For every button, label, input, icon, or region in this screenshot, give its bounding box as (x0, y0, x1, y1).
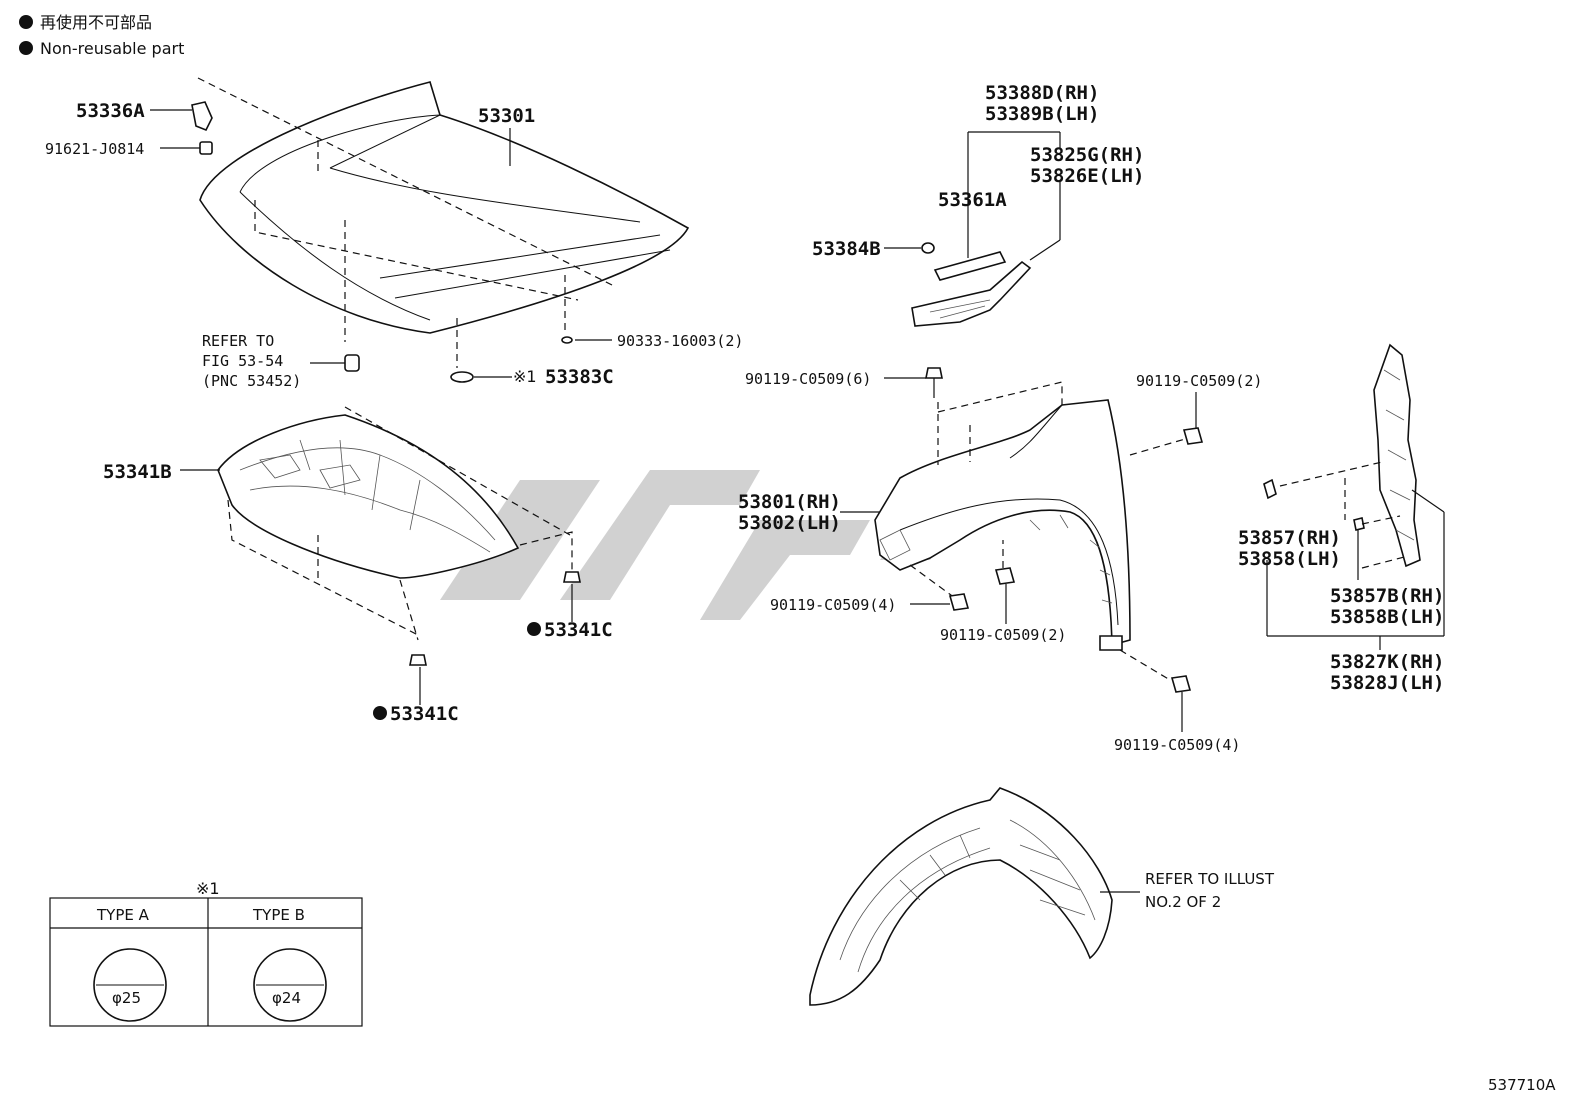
legend-jp: 再使用不可部品 (40, 13, 152, 32)
label-53857B: 53857B(RH) (1330, 585, 1444, 607)
label-bolt-2b: 90119-C0509(2) (940, 626, 1066, 644)
legend-en: Non-reusable part (40, 39, 184, 58)
label-refer-fig: FIG 53-54 (202, 352, 283, 370)
non-reusable-bullet-icon (373, 706, 387, 720)
hood-stay-bracket-53336A (150, 101, 213, 155)
label-53336A: 53336A (76, 100, 145, 122)
label-53858B: 53858B(LH) (1330, 606, 1444, 628)
bolt-icon (884, 367, 943, 398)
hood-plug-90333 (561, 336, 612, 344)
insulator-clip-a (563, 571, 581, 622)
label-53388D: 53388D(RH) (985, 82, 1099, 104)
label-53857: 53857(RH) (1238, 527, 1341, 549)
label-refer-pnc: (PNC 53452) (202, 372, 301, 390)
fender-apron-seal-53827K (1263, 343, 1445, 650)
hood-dashed-guides (197, 77, 613, 368)
hood-insulator-53341B (217, 414, 520, 579)
label-53802: 53802(LH) (738, 512, 841, 534)
label-bolt-4b: 90119-C0509(4) (1114, 736, 1240, 754)
label-91621-J0814: 91621-J0814 (45, 140, 144, 158)
table-dia-b: φ24 (272, 989, 301, 1007)
label-53341C-b: 53341C (390, 703, 459, 725)
figure-id: 537710A (1488, 1076, 1556, 1094)
label-53361A: 53361A (938, 189, 1007, 211)
label-53384B: 53384B (812, 238, 881, 260)
label-53825G: 53825G(RH) (1030, 144, 1144, 166)
insulator-clip-b (409, 654, 427, 705)
table-dia-a: φ25 (112, 989, 141, 1007)
label-90333-16003: 90333-16003(2) (617, 332, 743, 350)
bolt-icon (1182, 392, 1204, 445)
apron-dashed-guides (1279, 461, 1409, 569)
label-refer-to: REFER TO (202, 332, 274, 350)
label-53341B: 53341B (103, 461, 172, 483)
hood-hole-plug-53383C (450, 371, 512, 383)
fender-seal-bracket-group (884, 131, 1061, 327)
label-53301: 53301 (478, 105, 535, 127)
plug-type-table: ※1 TYPE A TYPE B φ25 φ24 (49, 879, 363, 1027)
bolt-icon (994, 567, 1016, 624)
bolt-icon (910, 593, 970, 611)
hood-panel-53301 (199, 81, 690, 334)
label-53858: 53858(LH) (1238, 548, 1341, 570)
fender-dashed-guides (909, 381, 1193, 681)
label-53801: 53801(RH) (738, 491, 841, 513)
hood-clip-refer (310, 354, 360, 372)
insulator-dashed-guides (227, 406, 573, 641)
fender-liner (809, 787, 1113, 1006)
label-53826E: 53826E(LH) (1030, 165, 1144, 187)
table-type-a: TYPE A (96, 906, 150, 924)
legend: 再使用不可部品 Non-reusable part (19, 13, 184, 58)
label-bolt-4a: 90119-C0509(4) (770, 596, 896, 614)
non-reusable-bullet-icon (19, 15, 33, 29)
label-mark-1: ※1 (513, 367, 537, 386)
front-fender-53801 (874, 399, 1131, 651)
label-bolt-6: 90119-C0509(6) (745, 370, 871, 388)
label-53389B: 53389B(LH) (985, 103, 1099, 125)
label-refer-illust-no: NO.2 OF 2 (1145, 893, 1221, 911)
table-mark: ※1 (196, 879, 220, 898)
label-53827K: 53827K(RH) (1330, 651, 1444, 673)
label-53341C-a: 53341C (544, 619, 613, 641)
bolt-icon (1170, 675, 1192, 732)
label-53383C: 53383C (545, 366, 614, 388)
label-53828J: 53828J(LH) (1330, 672, 1444, 694)
label-bolt-2a: 90119-C0509(2) (1136, 372, 1262, 390)
label-refer-illust: REFER TO ILLUST (1145, 870, 1275, 888)
table-type-b: TYPE B (252, 906, 305, 924)
non-reusable-bullet-icon (19, 41, 33, 55)
non-reusable-bullet-icon (527, 622, 541, 636)
